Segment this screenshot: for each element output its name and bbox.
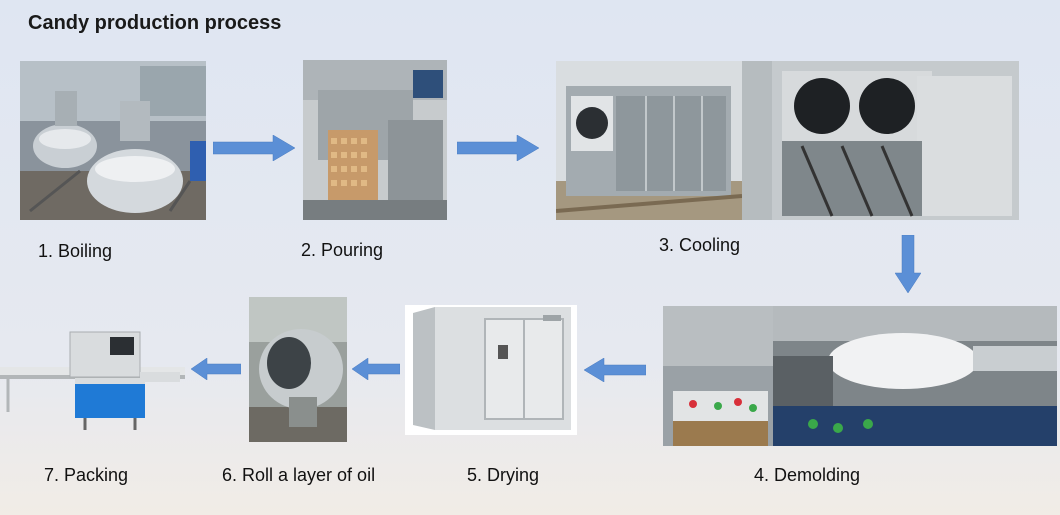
arrow-right-icon [213,135,295,161]
arrow-left-icon [584,358,646,382]
arrow-right-icon [457,135,539,161]
diagram-title: Candy production process [28,12,282,34]
boiling-photo [20,61,206,220]
step-label-pouring: 2. Pouring [301,240,384,260]
demolding-photo-brush [773,306,1057,446]
step-label-demolding: 4. Demolding [754,465,861,485]
arrow-left-icon [352,358,400,380]
cooling-photo-exterior [556,61,742,220]
step-label-boiling: 1. Boiling [38,241,113,261]
arrow-down-icon [895,235,921,293]
step-label-packing: 7. Packing [44,465,129,485]
pouring-photo [303,60,447,220]
demolding-photo-candies [663,306,773,446]
step-label-cooling: 3. Cooling [659,235,741,255]
drying-photo [405,305,577,435]
step-label-oil: 6. Roll a layer of oil [222,465,376,485]
step-label-drying: 5. Drying [467,465,540,485]
oil-coating-photo [249,297,347,442]
packing-photo [0,322,185,434]
cooling-photo-interior [742,61,1019,220]
arrow-left-icon [191,358,241,380]
